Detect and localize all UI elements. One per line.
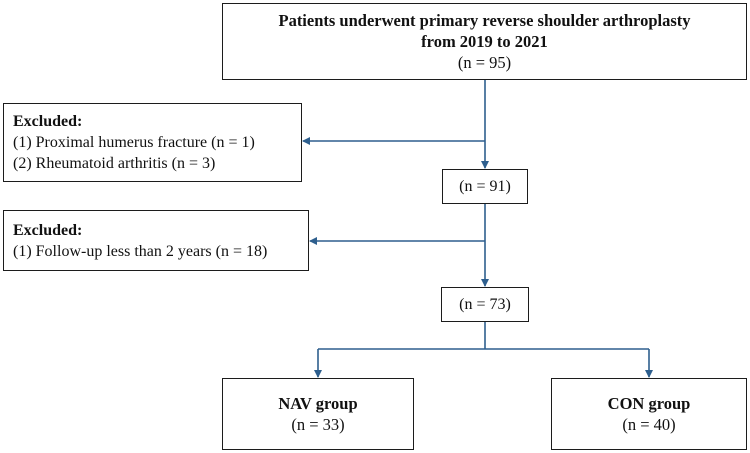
- con-group-label: CON group: [607, 394, 691, 413]
- source-title-line-2: from 2019 to 2021: [421, 32, 548, 51]
- nav-group-count: (n = 33): [291, 415, 345, 434]
- con-group-box: CON group (n = 40): [551, 378, 747, 450]
- nav-group-box: NAV group (n = 33): [222, 378, 414, 450]
- exclusion-1-item: (1) Proximal humerus fracture (n = 1): [13, 134, 255, 151]
- after-exclusion-1-count: (n = 91): [459, 177, 511, 195]
- after-exclusion-2-box: (n = 73): [441, 287, 529, 322]
- source-count: (n = 95): [457, 53, 512, 72]
- exclusion-2-item: (1) Follow-up less than 2 years (n = 18): [13, 242, 268, 260]
- exclusion-2-heading: Excluded:: [13, 221, 83, 239]
- exclusion-box-2: Excluded: (1) Follow-up less than 2 year…: [3, 210, 309, 271]
- nav-group-label: NAV group: [278, 394, 358, 413]
- source-title-line-1: Patients underwent primary reverse shoul…: [278, 11, 691, 30]
- exclusion-1-heading: Excluded:: [13, 113, 83, 130]
- after-exclusion-1-box: (n = 91): [442, 169, 528, 204]
- after-exclusion-2-count: (n = 73): [459, 295, 511, 313]
- source-population-box: Patients underwent primary reverse shoul…: [222, 3, 747, 80]
- exclusion-1-item: (2) Rheumatoid arthritis (n = 3): [13, 155, 216, 172]
- exclusion-box-1: Excluded: (1) Proximal humerus fracture …: [3, 103, 302, 182]
- con-group-count: (n = 40): [622, 415, 676, 434]
